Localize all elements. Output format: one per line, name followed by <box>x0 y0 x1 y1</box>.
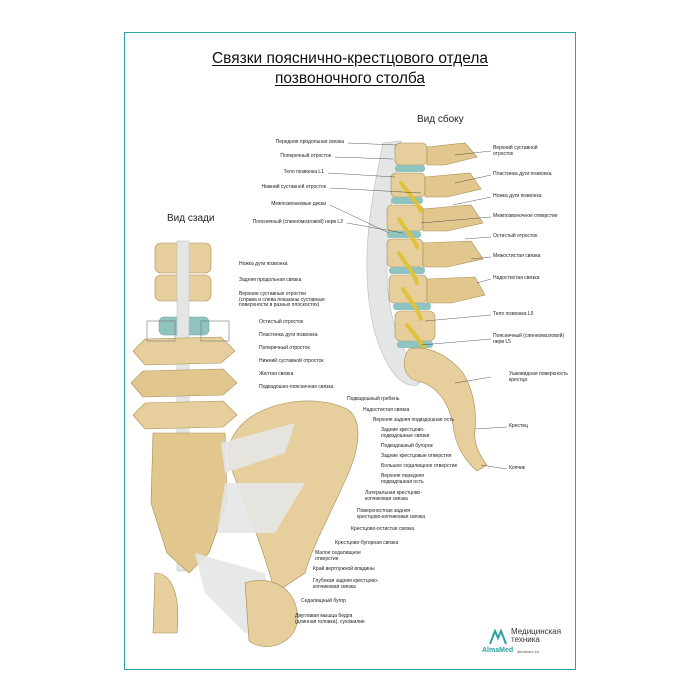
label-posterior-longitudinal-ligament: Задняя продольная связка <box>239 277 302 283</box>
label-iliac-crest: Подвздошный гребень <box>347 396 400 402</box>
label-ischial-tuberosity: Седалищный бугор <box>301 598 346 604</box>
label-intervertebral-foramen: Межпозвоночное отверстие <box>493 213 558 219</box>
label-posterior-sacral-foramina: Задние крестцовые отверстия <box>381 453 452 459</box>
view-side-heading: Вид сбоку <box>417 114 464 125</box>
label-transverse-process-side: Поперечный отросток <box>280 153 331 159</box>
label-posterior-superior-iliac-spine: Верхняя задняя подвздошная ость <box>373 417 455 423</box>
label-iliolumbar-ligament: Подвздошно-поясничная связка <box>259 384 334 390</box>
anatomy-poster: Связки пояснично-крестцового отдела позв… <box>124 32 576 670</box>
label-superior-articular-processes-back: Верхние суставные отростки (справа и сле… <box>239 291 325 309</box>
label-interspinous-ligament: Межостистая связка <box>493 253 541 259</box>
label-ligamentum-flavum: Желтая связка <box>259 371 294 377</box>
leader-lines <box>327 142 508 470</box>
label-deep-posterior-sacrococcygeal-ligament: Глубокая задняя крестцово- копчиковая св… <box>313 578 379 590</box>
almamed-logo-icon <box>489 629 507 645</box>
label-nerve-l5: Поясничный (спинномозговой) нерв L5 <box>493 333 565 345</box>
label-pedicle-back: Ножка дуги позвонка <box>239 261 288 267</box>
label-anterior-superior-iliac-spine: Верхняя передняя подвздошная ость <box>381 473 424 485</box>
view-back-heading: Вид сзади <box>167 213 215 224</box>
logo-brand: AlmaMed <box>482 647 514 654</box>
label-transverse-process-back: Поперечный отросток <box>259 345 310 351</box>
label-posterior-sacroiliac-ligaments: Задние крестцово- подвздошные связки <box>381 427 430 439</box>
label-acetabular-rim: Край вертлужной впадины <box>313 566 375 572</box>
label-inferior-articular-process-side: Нижний суставной отросток <box>261 184 326 190</box>
label-sacrospinous-ligament: Крестцово-остистая связка <box>351 526 415 532</box>
label-lateral-sacrococcygeal-ligament: Латеральная крестцово- копчиковая связка <box>365 490 422 502</box>
label-greater-sciatic-foramen: Большое седалищное отверстие <box>381 463 458 469</box>
label-spinous-process-side: Остистый отросток <box>493 233 538 239</box>
label-superior-articular-process-side: Верхний суставной отросток <box>493 145 538 157</box>
side-view-spine <box>366 140 488 472</box>
logo-url: almamed.su <box>517 649 539 654</box>
back-view-spine <box>130 240 359 647</box>
poster-title-line1: Связки пояснично-крестцового отдела <box>211 50 489 67</box>
label-body-l1: Тело позвонка L1 <box>283 169 324 175</box>
label-supraspinous-ligament-side: Надостистая связка <box>493 275 540 281</box>
label-anterior-longitudinal-ligament: Передняя продольная связка <box>275 139 344 145</box>
label-coccyx: Копчик <box>509 465 525 471</box>
label-iliac-tubercle: Подвздошный бугорок <box>381 443 433 449</box>
label-lamina-back: Пластинка дуги позвонка <box>259 332 318 338</box>
label-supraspinous-ligament-back: Надостистая связка <box>363 407 410 413</box>
label-auricular-surface-sacrum: Ушковидная поверхность крестца <box>509 371 569 383</box>
label-pedicle-side: Ножка дуги позвонка <box>493 193 542 199</box>
label-sacrotuberous-ligament: Крестцово-бугорная связка <box>335 540 399 546</box>
label-inferior-articular-process-back: Нижний суставной отросток <box>259 358 324 364</box>
label-spinous-process-back: Остистый отросток <box>259 319 304 325</box>
label-lesser-sciatic-foramen: Малое седалищное отверстие <box>315 550 361 562</box>
anatomy-illustration <box>130 140 508 647</box>
poster-title-line2: позвоночного столба <box>274 70 426 87</box>
label-sacrum: Крестец <box>509 423 528 429</box>
label-lamina-side: Пластинка дуги позвонка <box>493 171 552 177</box>
label-body-l5: Тело позвонка L5 <box>493 311 534 317</box>
label-nerve-l2: Поясничный (спинномозговой) нерв L2 <box>252 219 343 225</box>
label-superficial-posterior-sacrococcygeal-ligament: Поверхностная задняя крестцово-копчикова… <box>357 508 425 520</box>
logo-tagline: Медицинская техника <box>511 627 562 644</box>
label-biceps-femoris-tendon: Двуглавая мышца бедра (длинная головка),… <box>295 613 365 625</box>
label-intervertebral-discs: Межпозвонковые диски <box>271 201 326 207</box>
